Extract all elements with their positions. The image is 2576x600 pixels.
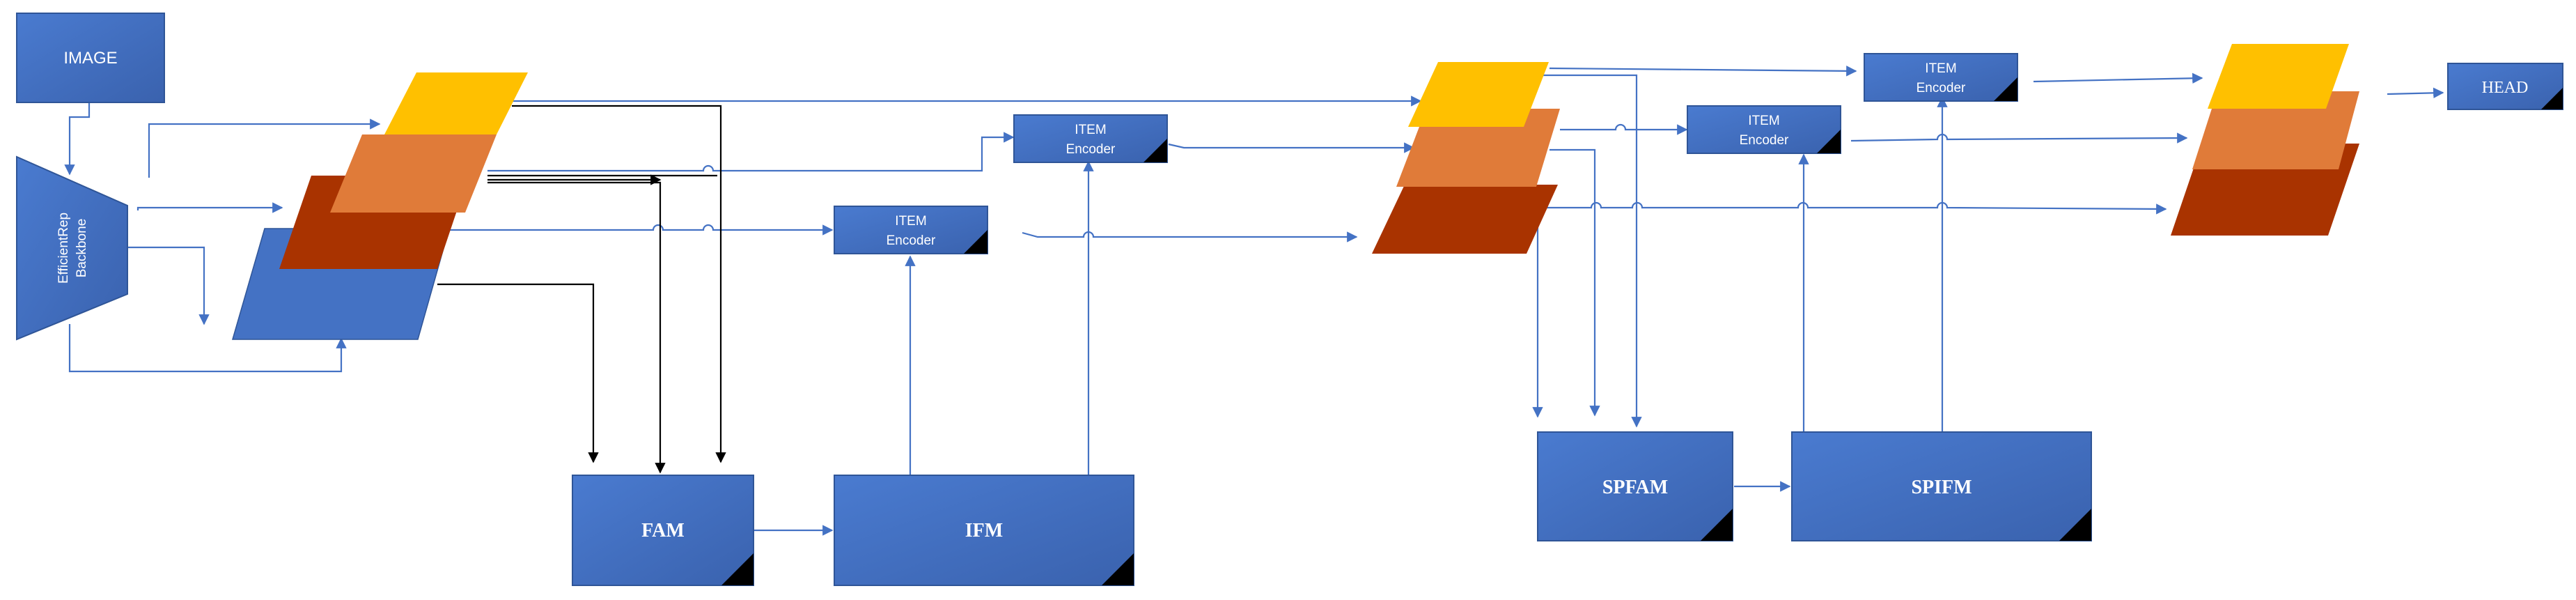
encoder-2-title: ITEM bbox=[1075, 123, 1106, 137]
encoder-4-sub: Encoder bbox=[1917, 81, 1966, 95]
ifm-node: IFM bbox=[834, 475, 1134, 586]
feature-stack-1 bbox=[232, 72, 528, 340]
encoder-4-title: ITEM bbox=[1925, 61, 1956, 76]
stack3-layer-orange bbox=[2192, 91, 2359, 169]
stack2-layer-red bbox=[1372, 185, 1558, 254]
edge-image-backbone bbox=[64, 103, 91, 176]
edge-s2-l2-encoder2 bbox=[1560, 123, 1688, 135]
head-node: HEAD bbox=[2447, 63, 2563, 110]
edge-backbone-layer3 bbox=[136, 202, 283, 213]
edge-backbone-layer1 bbox=[148, 118, 381, 178]
stack1-layer-yellow bbox=[384, 72, 528, 134]
edge-s2-l1-encoder3 bbox=[1549, 66, 1857, 77]
stack3-layer-yellow bbox=[2208, 44, 2349, 109]
fam-label: FAM bbox=[641, 520, 685, 541]
encoder-1-title: ITEM bbox=[895, 214, 926, 229]
edge-encoder-top-stack2 bbox=[1168, 142, 1415, 153]
edge-s2-l2-spfam bbox=[1549, 148, 1600, 417]
spifm-node: SPIFM bbox=[1791, 431, 2092, 541]
backbone-label-line2: Backbone bbox=[75, 219, 89, 278]
edge-l2-encoder-top bbox=[487, 132, 1015, 172]
edge-s2-l1-spfam bbox=[1543, 74, 1642, 428]
encoder-3-sub: Encoder bbox=[1740, 133, 1789, 148]
encoder-4: ITEM Encoder bbox=[1864, 53, 2018, 102]
edge-encoder3-stack3 bbox=[2033, 72, 2203, 84]
backbone-label-line1: EfficientRep bbox=[56, 213, 71, 284]
stack1-layer-orange bbox=[330, 134, 497, 213]
feature-stack-2 bbox=[1372, 62, 1560, 254]
stack2-layer-orange bbox=[1396, 109, 1560, 187]
ifm-label: IFM bbox=[965, 520, 1003, 541]
edge-l2-fam bbox=[487, 174, 717, 472]
edge-l3-encoder-bottom bbox=[449, 224, 834, 236]
edge-l1-fam bbox=[512, 105, 726, 463]
edge-encoder2-stack3 bbox=[1850, 132, 2188, 144]
edge-stack3-head bbox=[2387, 87, 2444, 99]
image-node: IMAGE bbox=[16, 13, 165, 103]
encoder-1-sub: Encoder bbox=[887, 233, 936, 248]
feature-stack-3 bbox=[2171, 44, 2359, 236]
spifm-label: SPIFM bbox=[1911, 477, 1972, 498]
edge-backbone-layer4 bbox=[127, 246, 210, 325]
edge-l4-fam bbox=[437, 283, 599, 463]
encoder-2-sub: Encoder bbox=[1066, 142, 1116, 157]
stack2-layer-yellow bbox=[1408, 62, 1549, 127]
image-label: IMAGE bbox=[63, 49, 117, 68]
encoder-2: ITEM Encoder bbox=[1013, 114, 1168, 163]
fam-node: FAM bbox=[572, 475, 754, 586]
encoder-3-title: ITEM bbox=[1748, 114, 1779, 128]
encoder-1: ITEM Encoder bbox=[834, 206, 988, 254]
backbone-node: EfficientRep Backbone bbox=[16, 155, 128, 341]
edge-backbone-layer4-bottom bbox=[68, 324, 347, 373]
connectors bbox=[64, 66, 2444, 536]
edge-encoder-bottom-stack2 bbox=[1022, 231, 1358, 243]
encoder-3: ITEM Encoder bbox=[1687, 105, 1841, 154]
head-label: HEAD bbox=[2482, 79, 2529, 97]
spfam-label: SPFAM bbox=[1602, 477, 1668, 498]
edge-s2-l3-stack3 bbox=[1532, 201, 2167, 215]
spfam-node: SPFAM bbox=[1537, 431, 1733, 541]
